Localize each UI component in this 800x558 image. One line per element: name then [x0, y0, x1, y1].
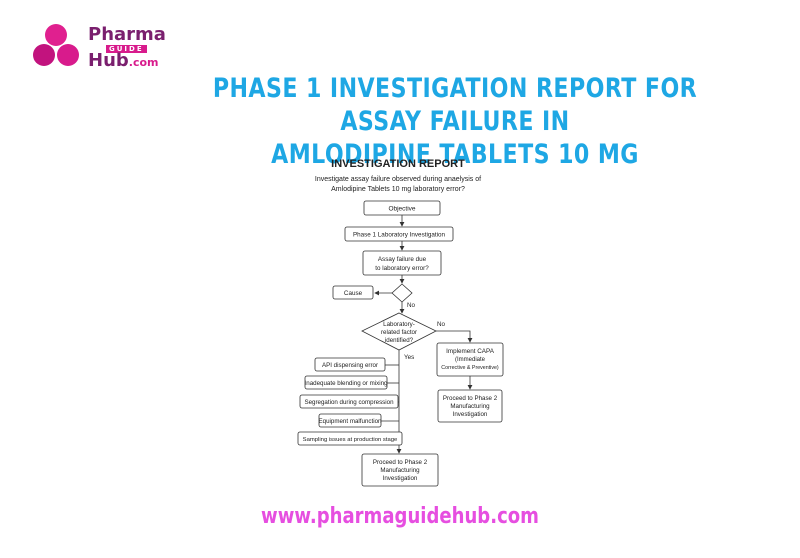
- assay-failure-line-1: Assay failure due: [378, 256, 427, 263]
- logo-circle: [45, 24, 67, 46]
- objective-label: Objective: [388, 206, 415, 213]
- phase2-bottom-line-3: Investigation: [383, 475, 418, 482]
- report-subtitle-line-1: Investigate assay failure observed durin…: [315, 176, 481, 183]
- title-line-1: PHASE 1 INVESTIGATION REPORT FOR ASSAY F…: [212, 73, 698, 137]
- page-title: PHASE 1 INVESTIGATION REPORT FOR ASSAY F…: [205, 72, 705, 171]
- cause-item-segregation: Segregation during compression: [304, 399, 394, 406]
- cause-item-api: API dispensing error: [322, 362, 378, 369]
- phase2-bottom-box: [361, 453, 439, 487]
- phase2-bottom-line-1: Proceed to Phase 2: [373, 459, 428, 466]
- cause-item-box: [297, 431, 403, 446]
- phase1-lab-label: Phase 1 Laboratory Investigation: [353, 232, 446, 239]
- cause-item-sampling: Sampling issues at production stage: [303, 437, 398, 443]
- logo-circle: [57, 44, 79, 66]
- cause-item-box: [314, 357, 386, 372]
- phase2-right-line-2: Manufacturing: [450, 403, 490, 410]
- cause-item-box: [299, 394, 399, 409]
- phase1-lab-box: [344, 226, 454, 242]
- report-subtitle-line-2: Amlodipine Tablets 10 mg laboratory erro…: [331, 186, 465, 193]
- logo-hub-word: Hub: [88, 50, 129, 71]
- decision-line-1: Laboratory-: [383, 321, 415, 328]
- yes-label: Yes: [404, 354, 414, 361]
- logo-guide-text: GUIDE: [106, 45, 147, 53]
- cause-item-box: [318, 413, 382, 428]
- report-heading: INVESTIGATION REPORT: [331, 158, 465, 170]
- assay-failure-line-2: to laboratory error?: [375, 265, 429, 272]
- no-label-1: No: [407, 302, 416, 309]
- cause-item-blending: Inadequate blending or mixing: [305, 380, 388, 387]
- decision-line-2: related factor: [381, 329, 417, 336]
- phase2-right-line-1: Proceed to Phase 2: [443, 395, 498, 402]
- connector-arrow: [436, 330, 473, 343]
- capa-line-1: Implement CAPA: [446, 348, 495, 355]
- assay-decision-diamond: [391, 283, 413, 303]
- cause-box: [332, 285, 374, 300]
- title-line-2: AMLODIPINE TABLETS 10 MG: [271, 139, 639, 170]
- pharmaguidehub-logo: Pharma GUIDE Hub.com: [30, 24, 166, 74]
- website-url: www.pharmaguidehub.com: [261, 504, 539, 529]
- capa-line-3: Corrective & Preventive): [441, 365, 499, 371]
- logo-hub-text: Hub.com: [88, 50, 158, 71]
- phase2-right-box: [437, 389, 503, 423]
- no-label-2: No: [437, 321, 446, 328]
- cause-item-equipment: Equipment malfunction: [319, 418, 383, 425]
- phase2-right-line-3: Investigation: [453, 411, 488, 418]
- logo-pharma-text: Pharma: [88, 24, 166, 45]
- logo-circle: [33, 44, 55, 66]
- cause-item-box: [304, 375, 388, 390]
- capa-line-2: (Immediate: [455, 357, 486, 363]
- phase2-bottom-line-2: Manufacturing: [380, 467, 420, 474]
- cause-label: Cause: [344, 290, 363, 297]
- decision-line-3: identified?: [385, 337, 414, 344]
- logo-com-word: .com: [128, 56, 159, 69]
